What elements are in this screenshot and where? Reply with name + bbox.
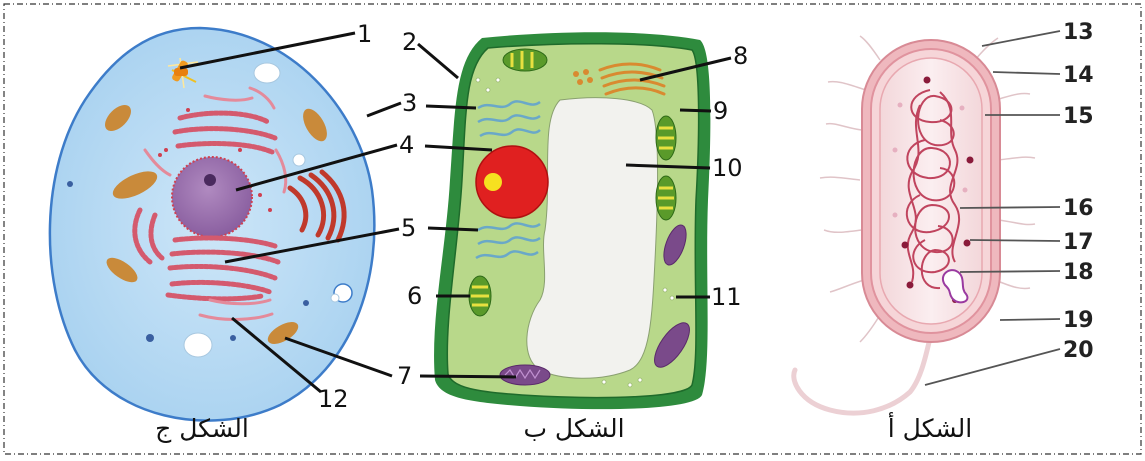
bacterium	[794, 36, 1035, 413]
label-4: 4	[399, 131, 414, 159]
label-18: 18	[1063, 260, 1094, 285]
label-5: 5	[401, 214, 416, 242]
flagellum	[794, 338, 930, 413]
label-3: 3	[402, 89, 417, 117]
label-19: 19	[1063, 308, 1094, 333]
label-2: 2	[402, 28, 417, 56]
plant-nucleolus	[484, 173, 502, 191]
animal-cell	[50, 28, 374, 421]
label-14: 14	[1063, 63, 1094, 88]
label-1: 1	[357, 20, 372, 48]
label-13: 13	[1063, 20, 1094, 45]
label-8: 8	[733, 42, 748, 70]
label-20: 20	[1063, 338, 1094, 363]
plant-cell	[434, 32, 710, 409]
animal-nucleus	[172, 157, 252, 237]
label-16: 16	[1063, 196, 1094, 221]
label-17: 17	[1063, 230, 1094, 255]
label-6: 6	[407, 282, 422, 310]
label-10: 10	[712, 154, 743, 182]
label-9: 9	[713, 97, 728, 125]
caption-figure-b: الشكل ب	[523, 414, 624, 443]
caption-figure-a: الشكل أ	[888, 411, 973, 443]
label-12: 12	[318, 385, 349, 413]
nucleolus	[204, 174, 216, 186]
label-7: 7	[397, 362, 412, 390]
label-15: 15	[1063, 104, 1094, 129]
label-11: 11	[711, 283, 742, 311]
caption-figure-c: الشكل ج	[155, 414, 249, 444]
